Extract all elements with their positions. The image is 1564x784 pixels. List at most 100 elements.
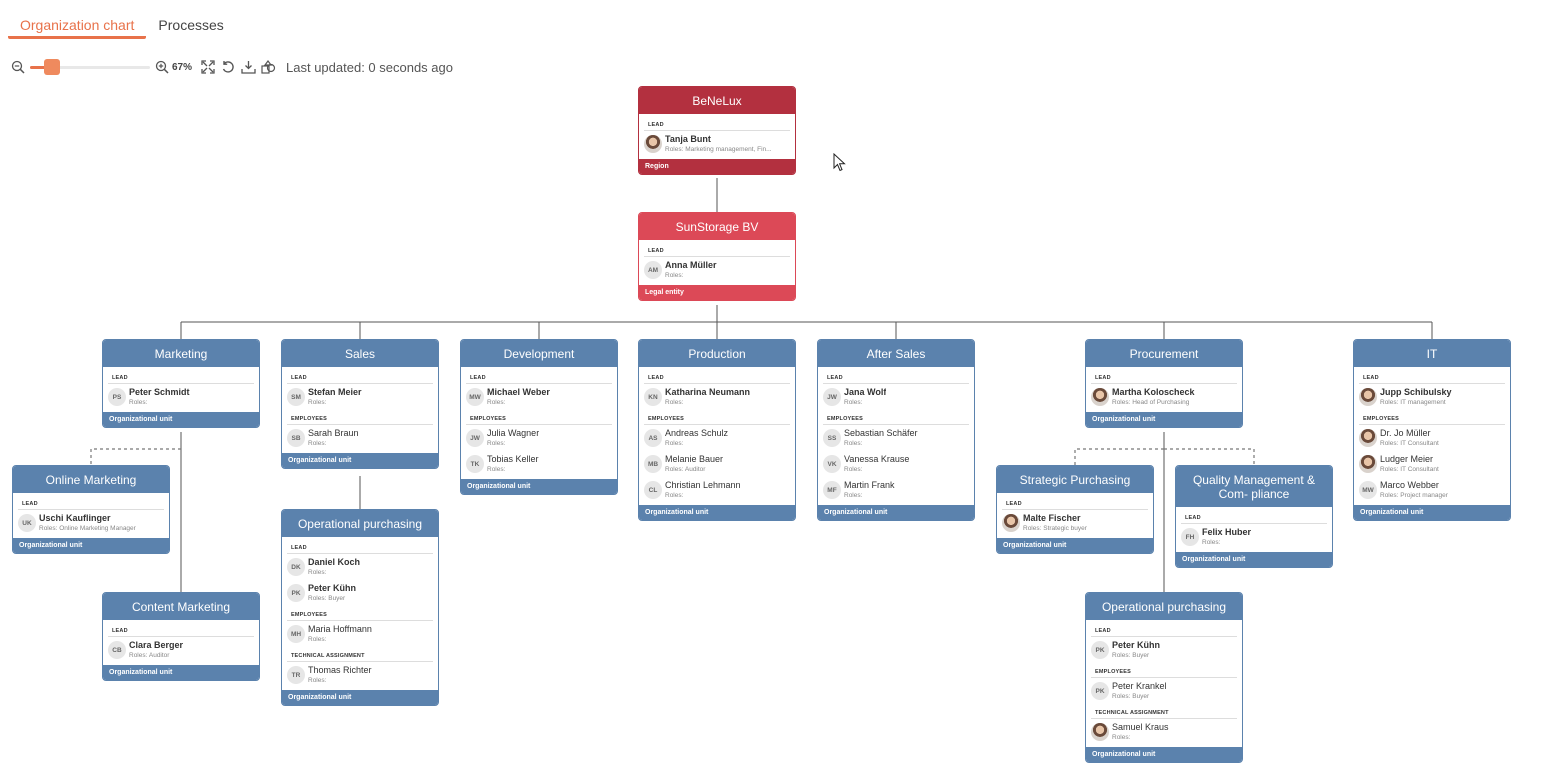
person-name: Marco Webber <box>1380 480 1439 490</box>
card-type-footer: Organizational unit <box>1086 747 1242 762</box>
section-label: EMPLOYEES <box>644 410 790 425</box>
zoom-slider[interactable] <box>30 57 150 77</box>
person-name: Michael Weber <box>487 387 550 397</box>
tab-processes[interactable]: Processes <box>158 17 224 33</box>
section-label: LEAD <box>108 369 254 384</box>
card-type-footer: Organizational unit <box>461 479 617 494</box>
person-name: Peter Schmidt <box>129 387 190 397</box>
card-type-footer: Organizational unit <box>282 453 438 468</box>
section-label: LEAD <box>1091 622 1237 637</box>
tab-bar: Organization chart Processes <box>8 8 236 42</box>
person-name: Anna Müller <box>665 260 717 270</box>
person-roles: Roles: <box>844 492 863 499</box>
zoom-slider-thumb[interactable] <box>43 59 60 75</box>
zoom-slider-track <box>30 66 150 69</box>
zoom-in-icon[interactable] <box>152 57 172 77</box>
section-label: LEAD <box>1002 495 1148 510</box>
person-roles: Roles: <box>665 272 684 279</box>
person-name: Jupp Schibulsky <box>1380 387 1452 397</box>
person-name: Clara Berger <box>129 640 184 650</box>
zoom-out-icon[interactable] <box>8 57 28 77</box>
card-title: Procurement <box>1086 340 1242 367</box>
card-type-footer: Organizational unit <box>103 412 259 427</box>
section-label: EMPLOYEES <box>1359 410 1505 425</box>
reset-icon[interactable] <box>218 57 238 77</box>
card-title: Operational purchasing <box>1086 593 1242 620</box>
fit-screen-icon[interactable] <box>198 57 218 77</box>
person-name: Jana Wolf <box>844 387 887 397</box>
section-label: EMPLOYEES <box>287 606 433 621</box>
person-roles: Roles: <box>308 569 327 576</box>
avatar-initials: SS <box>823 429 841 447</box>
person-name: Samuel Kraus <box>1112 722 1169 732</box>
download-icon[interactable] <box>238 57 258 77</box>
tab-organization-chart[interactable]: Organization chart <box>8 8 147 39</box>
avatar-initials: DK <box>287 558 305 576</box>
avatar-photo <box>1091 388 1109 406</box>
card-title: After Sales <box>818 340 974 367</box>
card-type-footer: Organizational unit <box>818 505 974 520</box>
avatar-initials: PK <box>1091 641 1109 659</box>
shapes-icon[interactable] <box>258 57 278 77</box>
